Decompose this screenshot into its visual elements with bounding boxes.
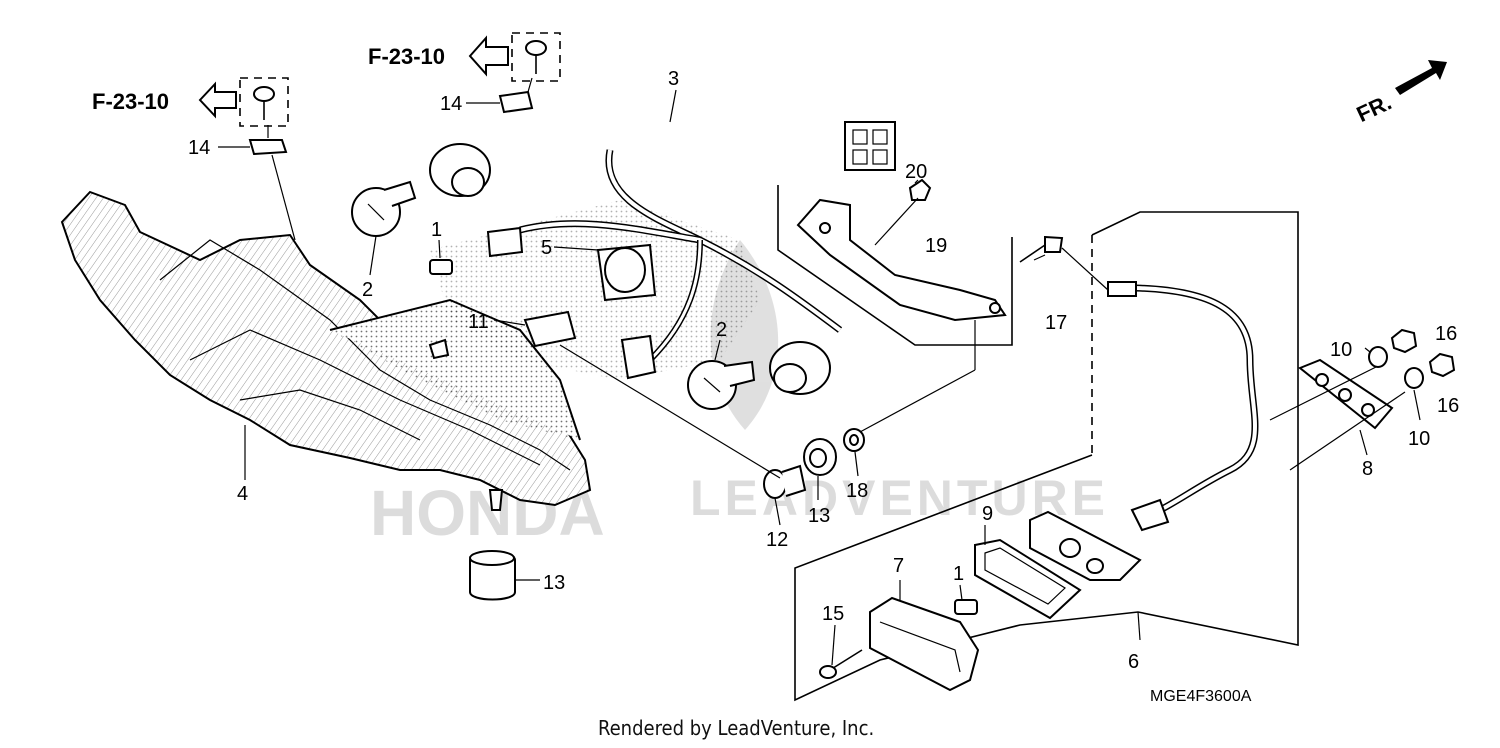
bolt-17-icon (1019, 235, 1064, 263)
grommet-13-lower-icon (469, 550, 516, 601)
bolt-top-icon (525, 40, 547, 74)
callout-9[interactable]: 9 (982, 503, 993, 525)
diagram-code: MGE4F3600A (1150, 688, 1252, 705)
harness-connector-icon (620, 334, 657, 380)
socket-5-icon (596, 243, 657, 302)
license-lamp-base-icon (1029, 510, 1142, 581)
bolt-box-left (239, 77, 289, 127)
bracket-frame (777, 185, 1013, 346)
callout-10[interactable]: 10 (1330, 339, 1352, 361)
callout-1[interactable]: 1 (431, 219, 442, 241)
bulb-socket-top-icon (429, 143, 491, 197)
front-arrow-icon: FR. (1353, 60, 1447, 127)
callout-16[interactable]: 16 (1435, 323, 1457, 345)
nut-16b-icon (1428, 352, 1456, 378)
nut-10a-icon (1368, 346, 1388, 368)
nut-10b-icon (1404, 367, 1424, 389)
lens-7-icon (869, 596, 980, 692)
callout-6[interactable]: 6 (1128, 651, 1139, 673)
callout-19[interactable]: 19 (925, 235, 947, 257)
credit-text: Rendered by LeadVenture, Inc. (598, 716, 874, 740)
bulb-right-icon (687, 360, 756, 410)
callout-10[interactable]: 10 (1408, 428, 1430, 450)
bulb-11-icon (523, 310, 577, 348)
callout-7[interactable]: 7 (893, 555, 904, 577)
callout-2[interactable]: 2 (716, 319, 727, 341)
callout-16[interactable]: 16 (1437, 395, 1459, 417)
callout-18[interactable]: 18 (846, 480, 868, 502)
callout-14[interactable]: 14 (188, 137, 210, 159)
washer-18-icon (843, 428, 865, 452)
plate-8-icon (1298, 358, 1394, 430)
callout-11[interactable]: 11 (468, 311, 489, 333)
callout-4[interactable]: 4 (237, 483, 248, 505)
callout-15[interactable]: 15 (822, 603, 844, 625)
callout-8[interactable]: 8 (1362, 458, 1373, 480)
callout-14[interactable]: 14 (440, 93, 462, 115)
callout-13[interactable]: 13 (808, 505, 830, 527)
callout-12[interactable]: 12 (766, 529, 788, 551)
ref-arrow-icon-2 (468, 35, 509, 77)
nut-clip-top-icon (498, 90, 534, 114)
front-label: FR. (1353, 89, 1396, 127)
small-bulb-icon (429, 259, 453, 275)
screw-15-icon (829, 649, 863, 671)
callouts: 14 14 3 1 2 5 11 2 4 13 12 13 18 20 19 1… (188, 68, 1459, 673)
small-bulb-lower-icon (954, 599, 978, 615)
pin-12-icon (763, 464, 807, 499)
grommet-13-icon (803, 438, 837, 476)
callout-17[interactable]: 17 (1045, 312, 1067, 334)
bracket-icon (796, 198, 1007, 322)
bulb-left-icon (351, 180, 417, 237)
callout-2[interactable]: 2 (362, 279, 373, 301)
assembly-frame (794, 211, 1299, 702)
tail-light-housing (60, 190, 592, 511)
bolt-box-top (511, 32, 561, 82)
wire-harness (479, 121, 896, 363)
reference-label[interactable]: F-23-10 (368, 44, 445, 69)
callout-20[interactable]: 20 (905, 161, 927, 183)
license-wire (1107, 281, 1259, 532)
leader-lines (218, 77, 1421, 666)
bulb-socket-right-icon (769, 341, 831, 395)
callout-1[interactable]: 1 (953, 563, 964, 585)
ref-arrow-icon-1 (198, 81, 237, 119)
callout-5[interactable]: 5 (541, 237, 552, 259)
callout-3[interactable]: 3 (668, 68, 679, 90)
bolt-left-icon (253, 86, 275, 120)
nut-clip-left-icon (248, 139, 288, 156)
nut-16a-icon (1390, 328, 1418, 354)
nut-20-icon (908, 178, 932, 201)
callout-13[interactable]: 13 (543, 572, 565, 594)
reference-label[interactable]: F-23-10 (92, 89, 169, 114)
socket-small-icon (486, 226, 524, 258)
